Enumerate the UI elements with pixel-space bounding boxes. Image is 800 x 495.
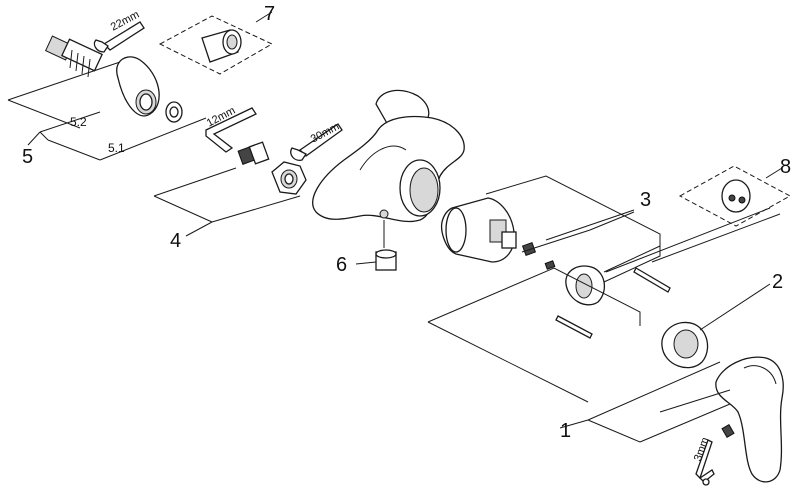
label-5: 5 [22, 146, 34, 168]
wrench-22mm [93, 21, 145, 53]
part-3-flange [565, 265, 605, 306]
part-1-handle [715, 356, 784, 483]
label-5-2: 5.2 [70, 115, 87, 129]
part-3-callout-lines [485, 175, 661, 283]
label-8: 8 [780, 156, 792, 178]
part-5-2-rosette [116, 56, 160, 117]
hex-key-12mm [205, 107, 257, 153]
label-7: 7 [264, 3, 276, 25]
label-5-1: 5.1 [108, 141, 125, 155]
label-3: 3 [640, 189, 652, 211]
part-3-cartridge [440, 197, 556, 270]
valve-body [312, 89, 465, 223]
label-4: 4 [170, 230, 182, 252]
part-1-callout-lines [427, 207, 781, 443]
part-5-callout-lines [7, 61, 207, 161]
part-3-screws [555, 267, 671, 339]
part-4-callout-lines [153, 167, 301, 237]
wrench-30mm [290, 123, 343, 161]
label-2: 2 [772, 271, 784, 293]
part-4-nut [271, 161, 307, 195]
part-4-fitting [237, 141, 270, 165]
part-7-adapter-box [158, 11, 274, 75]
part-2-cover [661, 283, 771, 369]
part-5-1-washer [165, 101, 183, 123]
label-6: 6 [336, 254, 348, 276]
part-5-connector [44, 35, 103, 78]
hex-key-3mm [695, 439, 715, 486]
label-1: 1 [560, 420, 572, 442]
part-6-plug [355, 220, 397, 271]
part-8-box [678, 165, 792, 227]
